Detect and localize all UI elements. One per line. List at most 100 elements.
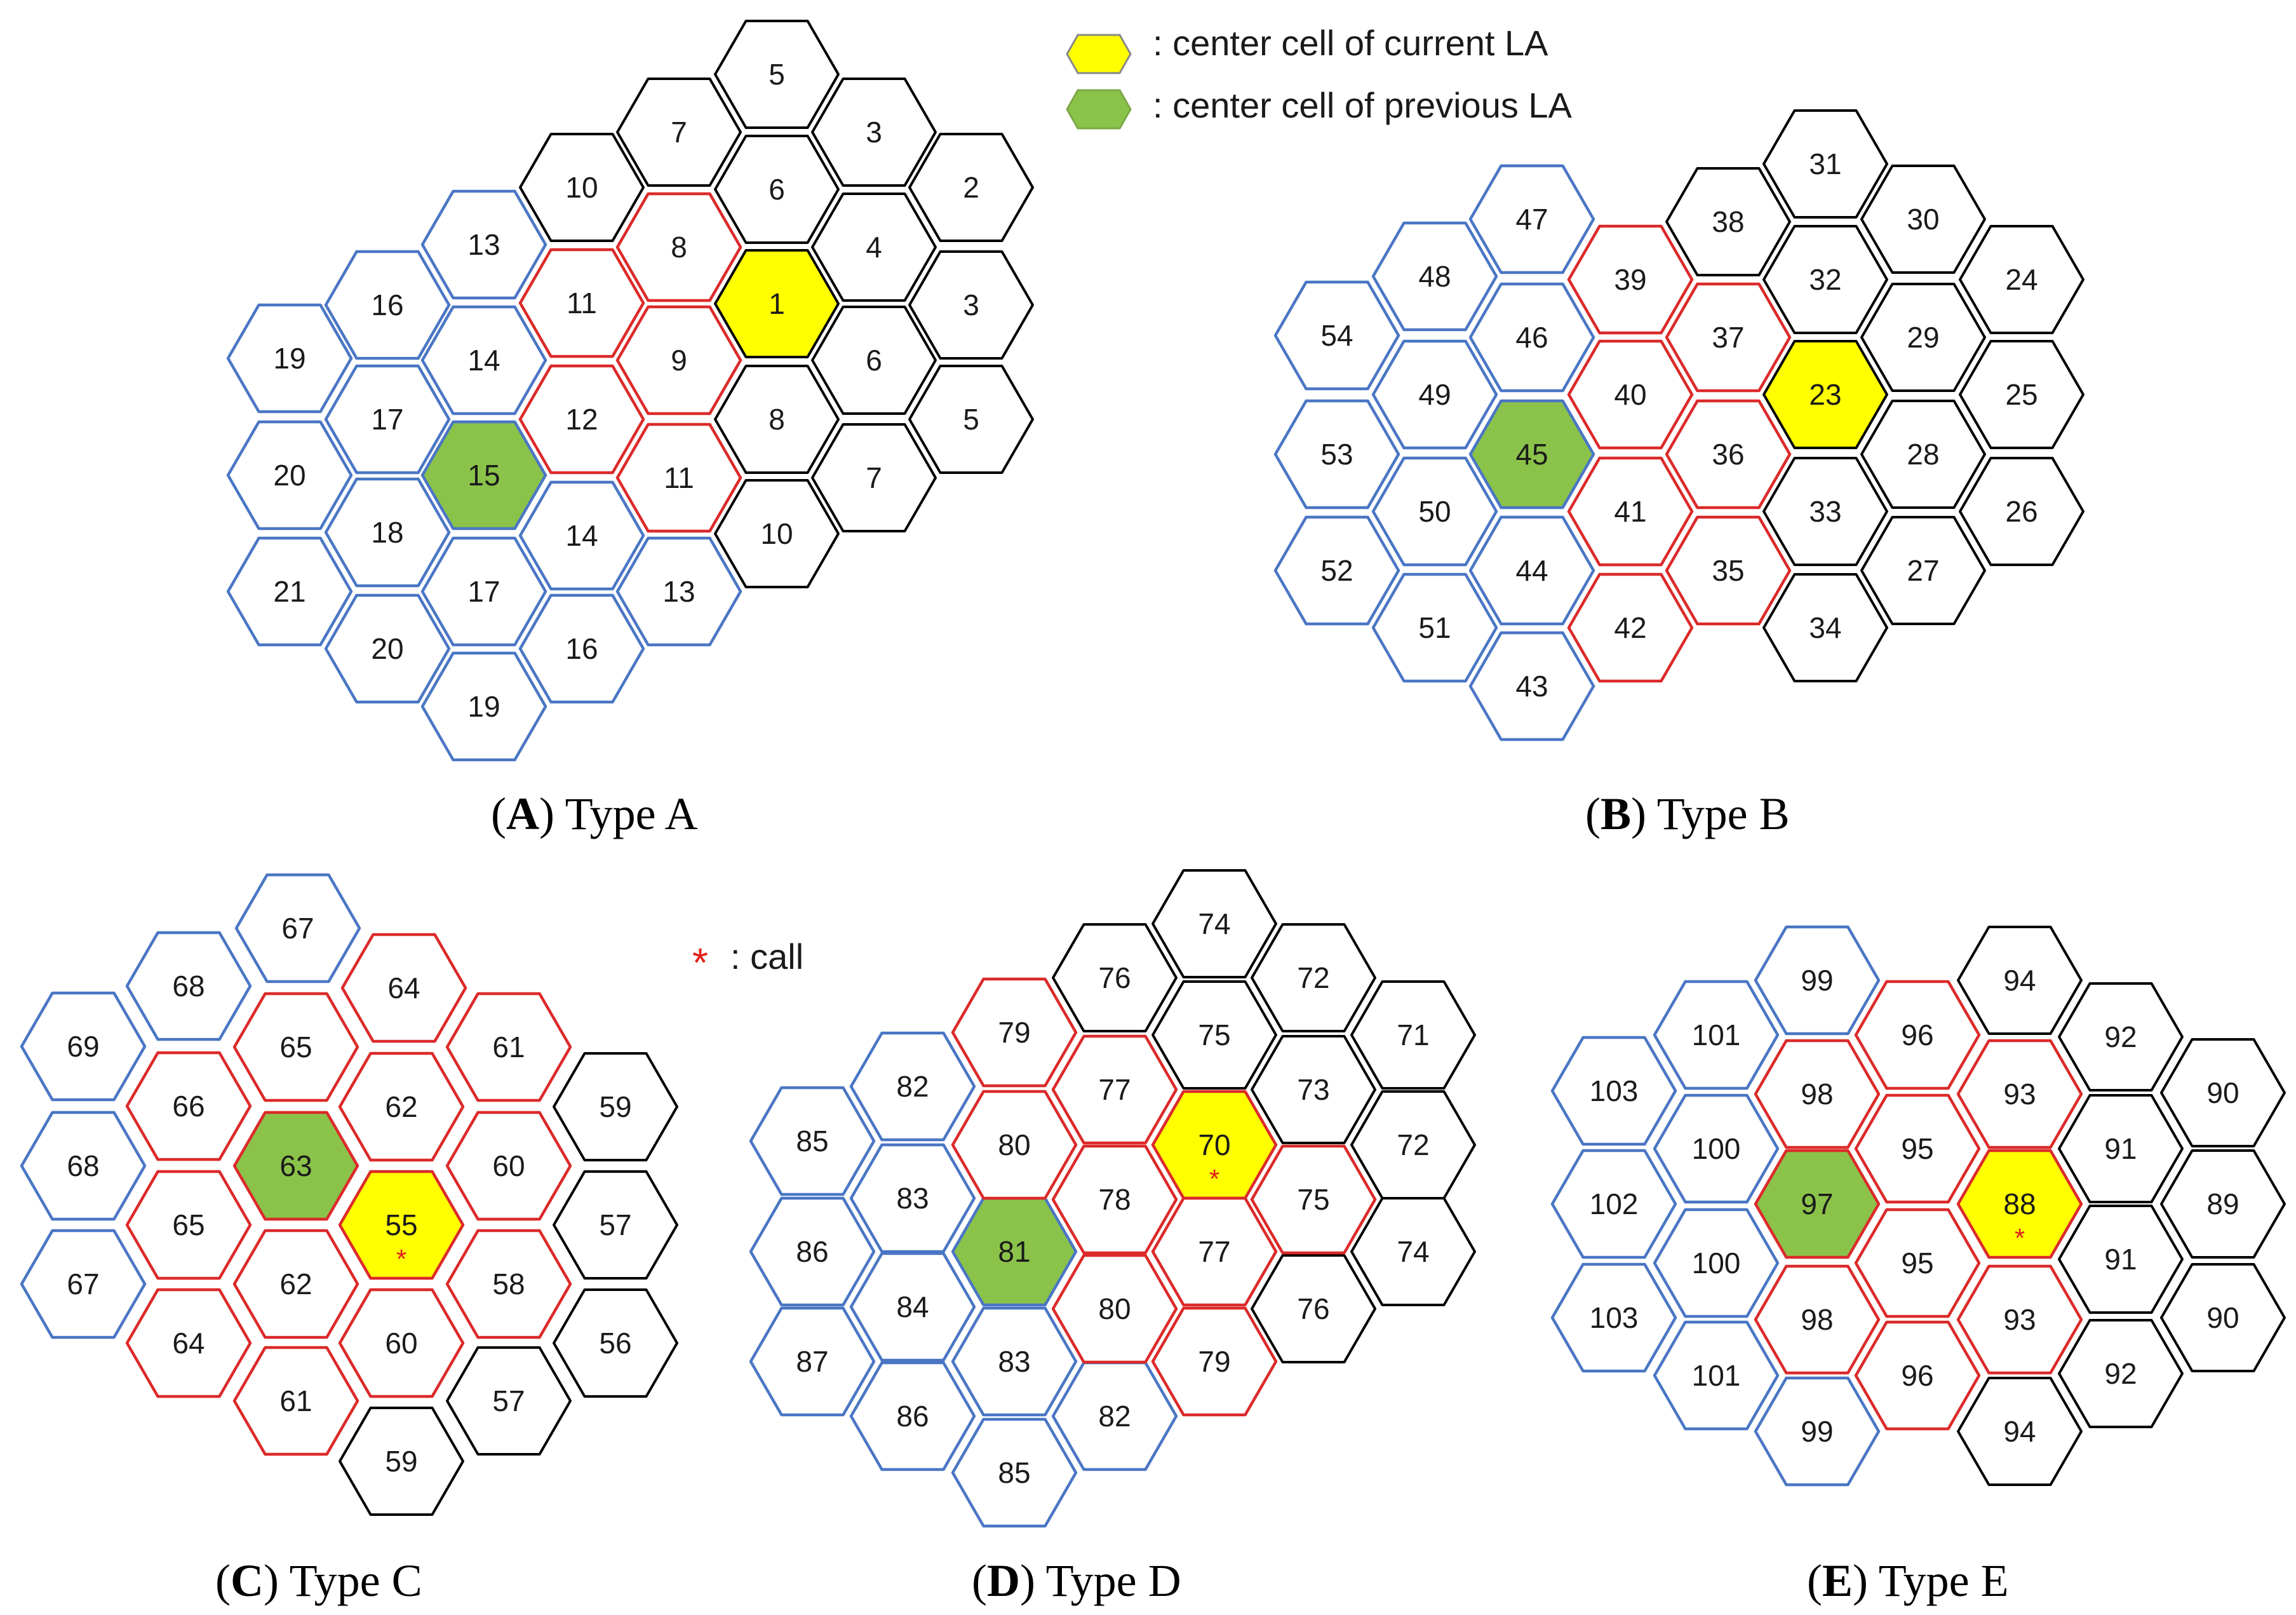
hex-cell xyxy=(1468,164,1595,274)
cell-label: 47 xyxy=(1515,203,1548,236)
cell-label: 102 xyxy=(1590,1187,1639,1220)
cell-label: 37 xyxy=(1712,321,1744,354)
hex-cell xyxy=(951,1417,1078,1528)
hex-cell xyxy=(1350,980,1476,1090)
hex-cell xyxy=(1854,1093,1981,1204)
cell-label: 90 xyxy=(2206,1076,2239,1109)
cell-label: 76 xyxy=(1297,1292,1329,1325)
caption-d-letter: D xyxy=(987,1555,1020,1606)
hex-cell xyxy=(1754,1376,1881,1487)
hex-cell xyxy=(1956,1264,2083,1375)
hex-cell xyxy=(714,20,840,129)
hex-cell xyxy=(951,1306,1078,1417)
cell-label: 85 xyxy=(796,1125,828,1158)
cell-label: 41 xyxy=(1614,495,1646,528)
cell-label: 90 xyxy=(2206,1301,2239,1334)
legend-call-label: : call xyxy=(730,936,803,976)
hex-cell xyxy=(1653,1093,1780,1204)
legend-current-label: : center cell of current LA xyxy=(1153,23,1548,63)
call-star-icon: * xyxy=(2015,1223,2025,1253)
cell-label: 96 xyxy=(1901,1359,1933,1392)
cell-label: 51 xyxy=(1418,611,1451,644)
cell-label: 86 xyxy=(896,1400,929,1433)
cell-label: 1 xyxy=(769,287,785,320)
cell-label: 27 xyxy=(1907,554,1939,587)
cell-label: 84 xyxy=(896,1290,929,1323)
hex-cell xyxy=(1665,282,1792,393)
cell-label: 57 xyxy=(599,1208,631,1241)
cell-label: 58 xyxy=(492,1267,525,1301)
hex-cell xyxy=(125,1051,252,1161)
cell-label: 45 xyxy=(1515,438,1548,471)
cell-label: 99 xyxy=(1801,1415,1833,1448)
hex-cell xyxy=(1051,1034,1178,1145)
cell-label: 97 xyxy=(1801,1187,1833,1220)
cell-label: 96 xyxy=(1901,1018,1933,1051)
hex-cell xyxy=(446,1346,572,1456)
cell-label: 19 xyxy=(467,690,500,723)
cell-label: 57 xyxy=(492,1384,525,1417)
cell-label: 17 xyxy=(371,403,403,436)
cell-label: 80 xyxy=(998,1128,1030,1161)
cell-label: 70 xyxy=(1198,1128,1230,1161)
caption-a-text: ) Type A xyxy=(539,788,698,839)
hex-cell xyxy=(714,365,840,474)
hex-cell xyxy=(1956,1149,2083,1259)
cell-label: 74 xyxy=(1198,907,1230,940)
cell-label: 92 xyxy=(2104,1020,2137,1053)
hex-cell xyxy=(234,873,361,983)
hex-cell xyxy=(1665,167,1791,276)
hex-cell xyxy=(1754,1039,1881,1149)
cell-label: 25 xyxy=(2005,378,2038,411)
hex-cell xyxy=(1854,1320,1981,1431)
cell-label: 74 xyxy=(1397,1235,1429,1268)
hex-cell xyxy=(1151,869,1277,978)
hex-cell xyxy=(811,193,937,302)
cell-label: 82 xyxy=(896,1070,929,1103)
cell-label: 14 xyxy=(565,519,598,552)
hex-cell xyxy=(951,1090,1078,1200)
hex-cell xyxy=(1762,457,1888,566)
hex-cell xyxy=(1371,221,1498,332)
hex-cell xyxy=(518,248,645,358)
cell-label: 95 xyxy=(1901,1132,1933,1165)
cell-label: 92 xyxy=(2104,1357,2137,1390)
hex-cell xyxy=(445,1111,572,1221)
cell-label: 71 xyxy=(1397,1018,1429,1051)
hex-cell xyxy=(20,991,147,1102)
hex-cell xyxy=(1151,980,1277,1090)
cell-label: 19 xyxy=(273,342,305,375)
cell-label: 61 xyxy=(279,1384,312,1417)
hex-cell xyxy=(1959,340,2085,449)
hex-cell xyxy=(1251,1254,1376,1363)
cell-label: 46 xyxy=(1515,321,1548,354)
hex-cell xyxy=(226,420,353,530)
hex-cell xyxy=(908,133,1034,242)
cell-label: 82 xyxy=(1098,1400,1131,1433)
cell-label: 65 xyxy=(279,1030,312,1064)
caption-c: (C) Type C xyxy=(215,1555,422,1606)
hex-cell xyxy=(749,1086,876,1196)
hex-cell xyxy=(324,250,451,360)
hex-cell xyxy=(1371,572,1498,683)
cell-label: 62 xyxy=(279,1267,312,1301)
hex-cell xyxy=(340,933,467,1043)
cell-label: 6 xyxy=(769,173,785,206)
hex-cell xyxy=(1151,1196,1278,1307)
cell-label: 26 xyxy=(2005,495,2038,528)
hex-cell xyxy=(1567,572,1694,683)
hex-cell xyxy=(1251,923,1376,1032)
hex-cell xyxy=(1762,109,1888,219)
cell-label: 16 xyxy=(371,288,403,321)
cell-label: 103 xyxy=(1590,1301,1639,1334)
hex-cell xyxy=(339,1407,464,1516)
cell-label: 28 xyxy=(1907,438,1939,471)
cell-label: 48 xyxy=(1418,260,1451,293)
cell-label: 99 xyxy=(1801,964,1833,997)
hex-cell xyxy=(1653,1320,1780,1431)
hex-cell xyxy=(1468,515,1595,626)
